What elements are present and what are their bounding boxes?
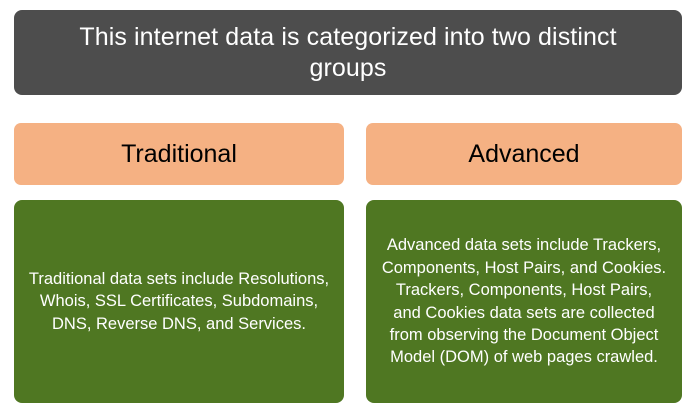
- column-body-traditional: Traditional data sets include Resolution…: [14, 200, 344, 403]
- column-title-traditional-label: Traditional: [121, 139, 237, 168]
- column-title-traditional: Traditional: [14, 123, 344, 185]
- header-banner: This internet data is categorized into t…: [14, 10, 682, 95]
- header-title: This internet data is categorized into t…: [79, 23, 617, 82]
- column-body-advanced: Advanced data sets include Trackers, Com…: [366, 200, 682, 403]
- column-body-advanced-text: Advanced data sets include Trackers, Com…: [381, 236, 667, 367]
- column-title-advanced: Advanced: [366, 123, 682, 185]
- column-body-traditional-text: Traditional data sets include Resolution…: [28, 269, 330, 333]
- column-title-advanced-label: Advanced: [468, 139, 580, 168]
